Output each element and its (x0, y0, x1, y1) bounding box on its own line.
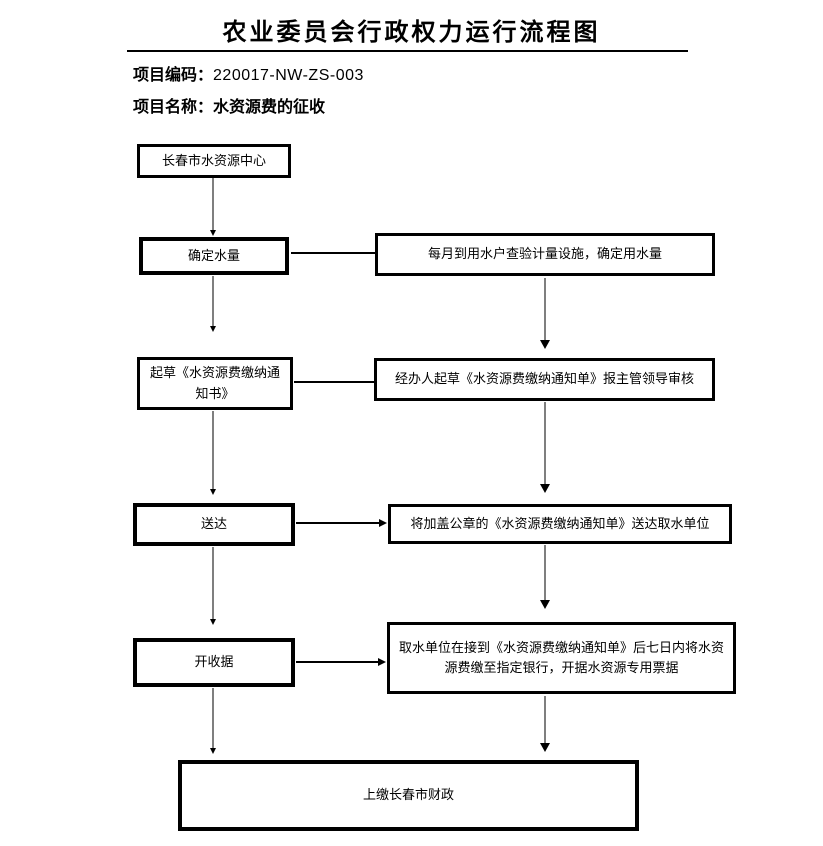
line-step1-left-to-right (291, 252, 375, 254)
arrow-right-step3-left-to-right (296, 519, 387, 527)
arrow-down-step4-to-end-right (540, 696, 550, 752)
project-name-value: 水资源费的征收 (213, 99, 326, 116)
project-name-label: 项目名称： (133, 99, 214, 116)
arrowhead-down-icon (540, 743, 550, 752)
arrowhead-right-icon (378, 658, 386, 666)
line-step2-left-to-right (294, 381, 374, 383)
project-code-value: 220017-NW-ZS-003 (213, 67, 364, 84)
node-deliver-stamped-notice: 将加盖公章的《水资源费缴纳通知单》送达取水单位 (388, 504, 732, 544)
arrowhead-down-icon (540, 340, 550, 349)
arrowhead-down-icon (540, 484, 550, 493)
node-deliver: 送达 (133, 503, 295, 546)
page-title: 农业委员会行政权力运行流程图 (222, 19, 601, 46)
arrow-down-step1-to-step2-left (210, 276, 216, 332)
node-draft-review: 经办人起草《水资源费缴纳通知单》报主管领导审核 (374, 358, 715, 401)
arrow-down-step2-to-step3-left (210, 411, 216, 495)
node-determine-water-volume: 确定水量 (139, 237, 289, 275)
node-monthly-inspection: 每月到用水户查验计量设施，确定用水量 (375, 233, 715, 276)
project-code-line: 项目编码：220017-NW-ZS-003 (133, 61, 364, 85)
arrow-down-step3-to-step4-left (210, 547, 216, 625)
project-name-line: 项目名称：水资源费的征收 (133, 93, 325, 117)
node-start: 长春市水资源中心 (137, 144, 291, 178)
node-draft-notice: 起草《水资源费缴纳通知书》 (137, 357, 293, 410)
project-code-label: 项目编码： (133, 67, 214, 84)
arrow-down-step3-to-step4-right (540, 545, 550, 609)
arrowhead-down-icon (540, 600, 550, 609)
arrow-down-step1-to-step2-right (540, 278, 550, 349)
arrowhead-down-icon (210, 489, 216, 495)
arrow-down-step4-to-end-left (210, 688, 216, 754)
node-end-remit-finance: 上缴长春市财政 (178, 760, 639, 831)
arrow-down-start-to-step1 (210, 178, 216, 236)
arrowhead-down-icon (210, 619, 216, 625)
arrowhead-down-icon (210, 230, 216, 236)
title-underline (127, 50, 688, 52)
arrow-right-step4-left-to-right (296, 658, 386, 666)
arrowhead-down-icon (210, 326, 216, 332)
arrowhead-right-icon (379, 519, 387, 527)
arrow-down-step2-to-step3-right (540, 402, 550, 493)
node-issue-receipt: 开收据 (133, 638, 295, 687)
arrowhead-down-icon (210, 748, 216, 754)
node-pay-to-bank: 取水单位在接到《水资源费缴纳通知单》后七日内将水资源费缴至指定银行，开据水资源专… (387, 622, 736, 694)
